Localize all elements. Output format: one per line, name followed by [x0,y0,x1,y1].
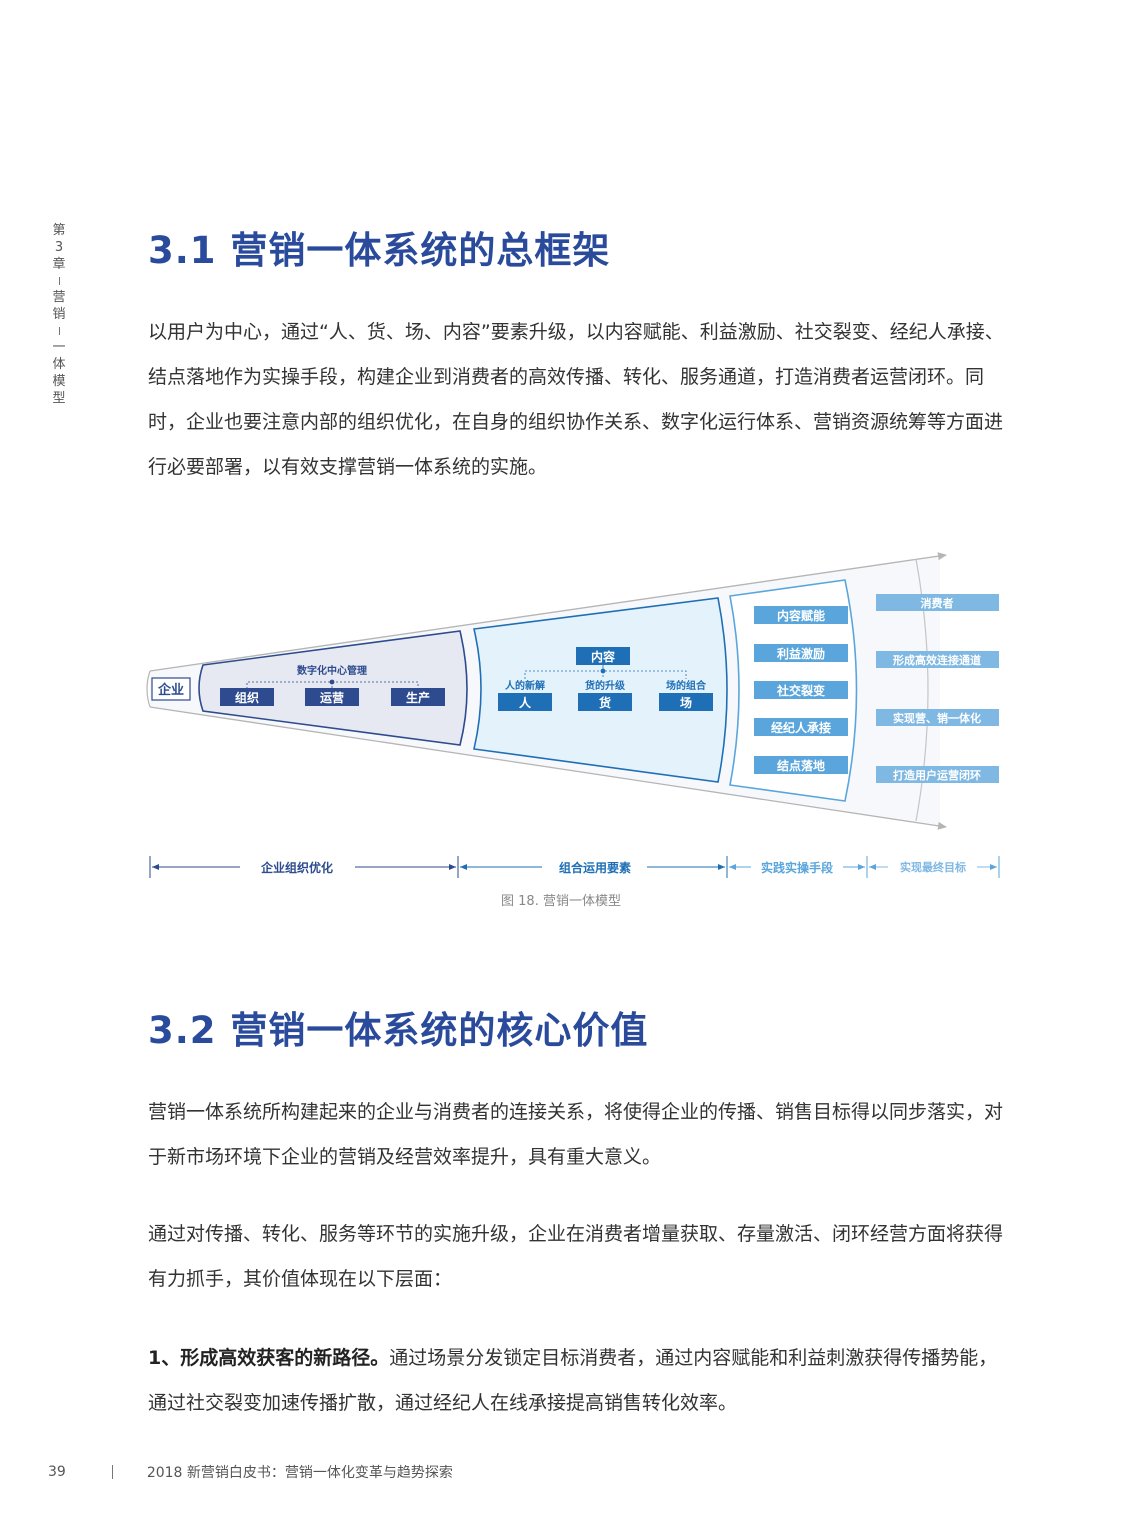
section-1-title: 3.1 营销一体系统的总框架 [148,229,611,272]
means-item-label: 内容赋能 [777,608,825,623]
side-tab-divider [58,277,60,285]
goal-item-box: 形成高效连接通道 [876,651,999,668]
element-item-label: 货 [599,695,611,710]
means-item-box: 结点落地 [754,756,848,774]
value-point-heading: 1、形成高效获客的新路径。 [148,1347,390,1369]
goal-arc [915,558,929,822]
org-item-label: 组织 [235,690,259,705]
figure-caption: 图 18. 营销一体模型 [501,894,621,909]
org-item-box: 生产 [391,688,445,706]
cone-bottom-edge [149,706,947,830]
side-tab-char: 章 [52,257,66,272]
section-1-paragraph: 以用户为中心，通过“人、货、场、内容”要素升级，以内容赋能、利益激励、社交裂变、… [148,321,1004,478]
section-2-paragraph-2: 通过对传播、转化、服务等环节的实施升级，企业在消费者增量获取、存量激活、闭环经营… [148,1223,1004,1290]
side-tab-char: 3 [54,240,64,255]
org-item-label: 运营 [320,690,344,705]
page-number: 39 [48,1464,66,1480]
org-item-box: 组织 [220,688,274,706]
section-2-paragraph-3: 1、形成高效获客的新路径。通过场景分发锁定目标消费者，通过内容赋能和利益刺激获得… [148,1336,1008,1426]
means-item-label: 结点落地 [777,758,825,773]
org-item-label: 生产 [406,690,430,705]
goal-item-box: 消费者 [876,594,999,611]
value-point-text: 通过场景分发锁定目标消费者，通过内容赋能和利益刺激获得传播势能，通过社交裂变加速… [148,1347,998,1414]
element-sublabel: 货的升级 [585,679,626,692]
means-item-box: 内容赋能 [754,606,848,624]
element-item-box: 场 [659,693,713,711]
goal-item-label: 消费者 [921,596,954,610]
side-tab-char: 营 [52,290,66,305]
content-label: 内容 [591,649,615,664]
means-item-label: 经纪人承接 [771,720,831,735]
content-box: 内容 [576,647,630,665]
means-item-box: 社交裂变 [754,681,848,699]
means-item-label: 利益激励 [777,646,825,661]
section-2-title: 3.2 营销一体系统的核心价值 [148,1009,649,1052]
side-tab-divider [58,327,60,335]
element-item-box: 货 [578,693,632,711]
chapter-side-tab: 第 3 章 营 销 一 体 模 型 [50,222,68,407]
side-tab-char: 销 [52,307,66,322]
element-sublabel: 人的新解 [505,679,545,692]
side-tab-char: 第 [52,223,66,238]
phase-label: 企业组织优化 [260,860,333,875]
means-item-box: 经纪人承接 [754,718,848,736]
element-sublabel: 场的组合 [666,679,707,692]
means-item-box: 利益激励 [754,644,848,662]
org-item-box: 运营 [305,688,359,706]
element-item-label: 场 [680,696,692,710]
marketing-model-figure: 企业 数字化中心管理 组织 运营 生产 内容 人的新解 货的升级 场的组合 [140,545,1020,890]
section-2-paragraph-1: 营销一体系统所构建起来的企业与消费者的连接关系，将使得企业的传播、销售目标得以同… [148,1101,1004,1168]
element-item-box: 人 [498,693,552,711]
side-tab-char: 型 [52,391,66,406]
goal-item-label: 实现营、销一体化 [893,711,981,725]
cone-top-edge [149,552,947,672]
side-tab-char: 模 [52,374,66,389]
phase-label: 组合运用要素 [559,860,631,875]
digital-mgmt-label: 数字化中心管理 [297,664,367,677]
means-item-label: 社交裂变 [776,683,825,698]
element-item-label: 人 [519,695,532,710]
model-diagram: 企业 数字化中心管理 组织 运营 生产 内容 人的新解 货的升级 场的组合 [146,552,1000,878]
footer-title: 2018 新营销白皮书：营销一体化变革与趋势探索 [146,1465,453,1481]
phase-timeline: 企业组织优化 组合运用要素 实践实操手段 实现最终目标 [149,856,1000,878]
side-tab-char: 一 [52,340,66,355]
goal-item-box: 实现营、销一体化 [876,709,999,726]
footer-divider [111,1465,113,1479]
phase-label: 实践实操手段 [761,860,834,875]
goal-item-label: 打造用户运营闭环 [893,768,981,782]
phase-label: 实现最终目标 [900,860,966,874]
goal-item-label: 形成高效连接通道 [893,653,981,667]
enterprise-node: 企业 [151,677,191,701]
page-footer: 39 2018 新营销白皮书：营销一体化变革与趋势探索 [48,1462,453,1482]
enterprise-label: 企业 [157,682,184,698]
elements-region [473,597,728,783]
side-tab-char: 体 [52,357,66,372]
goal-item-box: 打造用户运营闭环 [876,766,999,783]
